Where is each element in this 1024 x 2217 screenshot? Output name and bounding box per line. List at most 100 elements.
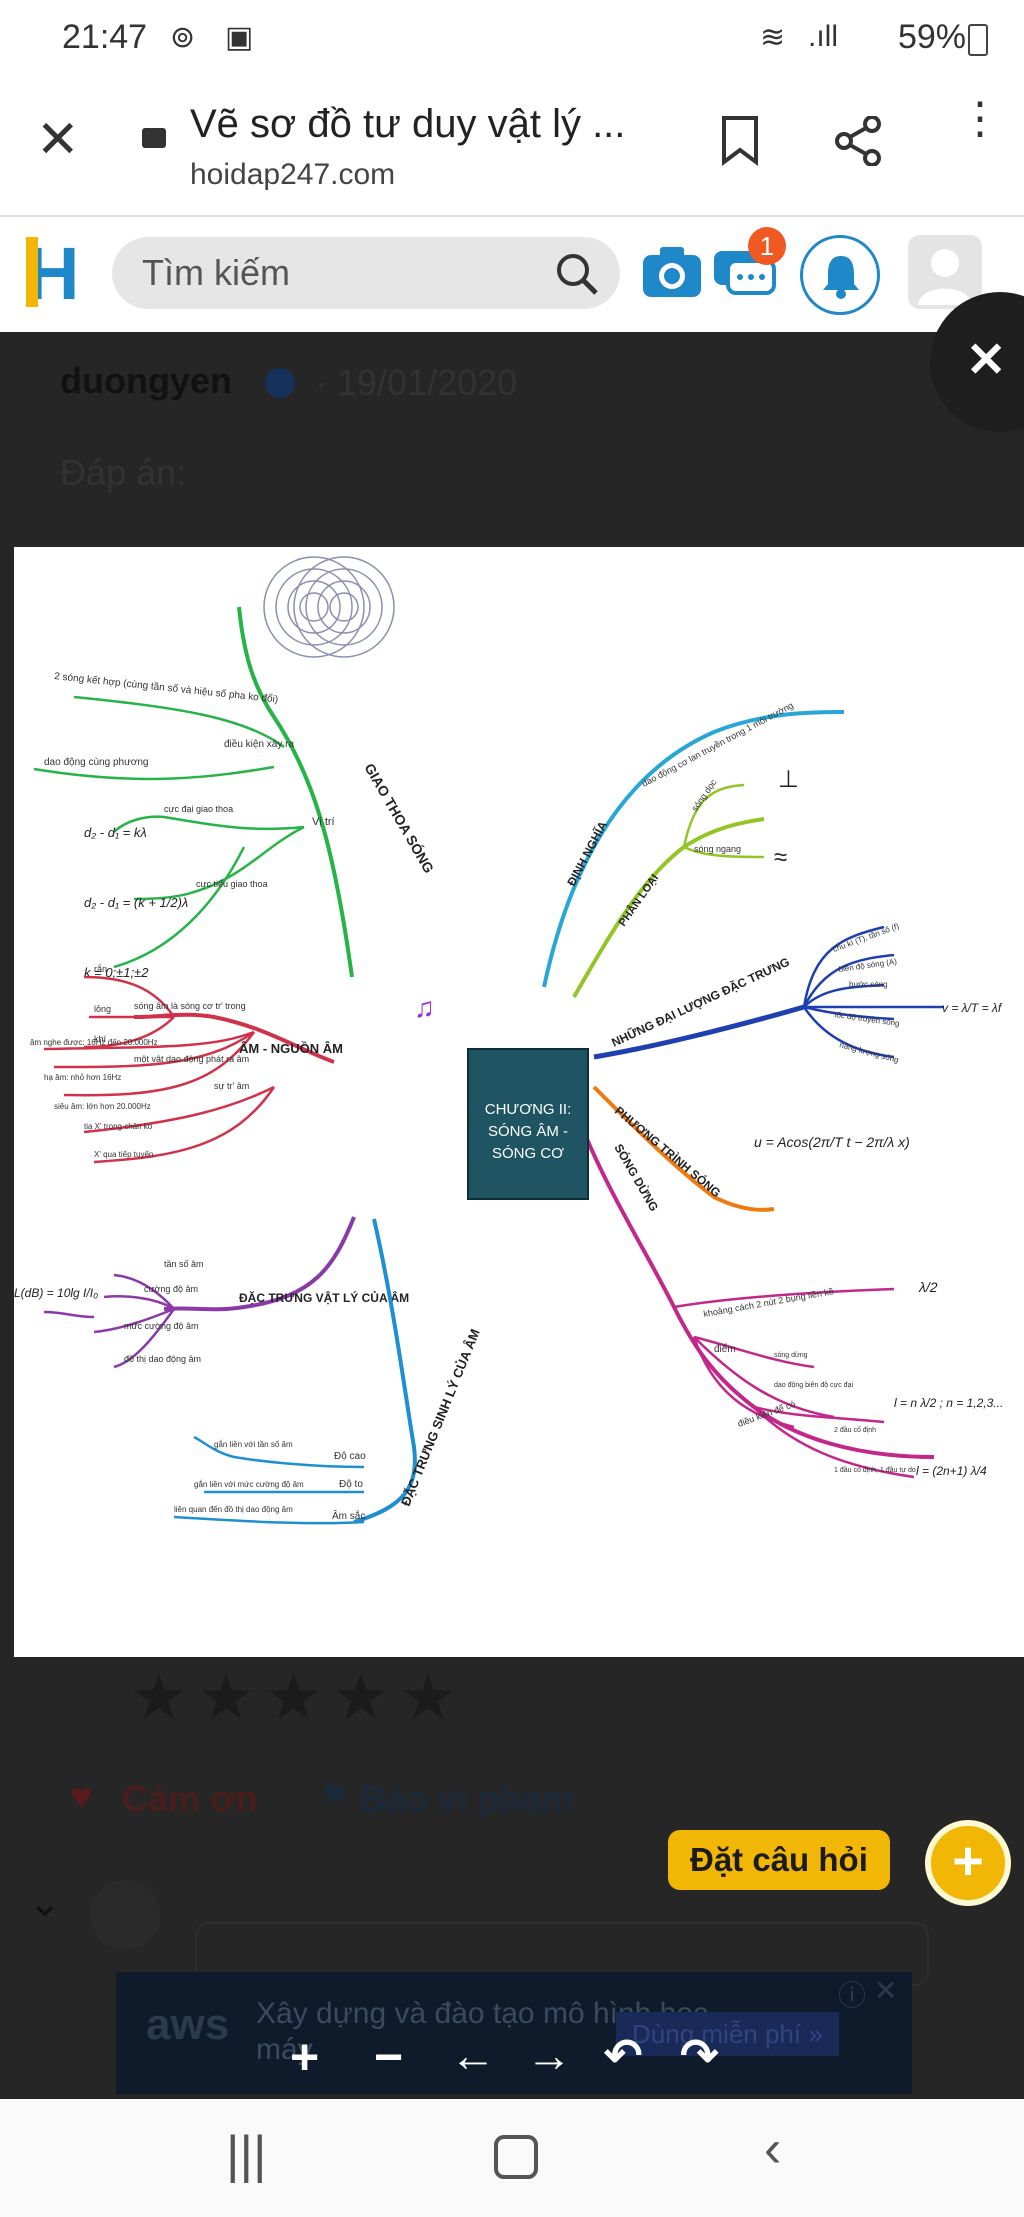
leaf-am-1: sóng âm là sóng cơ tr' trong [134, 1001, 246, 1011]
status-alarm-icon: ⊚ [170, 21, 196, 54]
chevron-down-icon[interactable]: ⌄ [28, 1881, 62, 1925]
search-input[interactable]: Tìm kiếm [112, 237, 620, 309]
branch-am-nguon-am: ÂM - NGUỒN ÂM [239, 1041, 343, 1056]
leaf-sl-3: liên quan đến đồ thị dao động âm [174, 1505, 293, 1514]
branch-giao-thoa: GIAO THOA SÓNG [361, 760, 438, 876]
leaf-sd-2: điểm [714, 1343, 736, 1355]
more-menu-icon[interactable]: ⋮ [958, 94, 1002, 143]
next-arrow-icon[interactable]: → [526, 2029, 572, 2081]
page-title[interactable]: Vẽ sơ đồ tư duy vật lý ... [190, 102, 626, 146]
leaf-pl-2: sóng ngang [694, 844, 741, 854]
prev-arrow-icon[interactable]: ← [450, 2029, 496, 2081]
status-media-icon: ▣ [225, 21, 254, 54]
status-bar: 21:47 ⊚ ▣ ≋ .ıll 59% [0, 0, 1024, 80]
report-button[interactable]: Báo vi phạm [360, 1778, 575, 1819]
signal-icon: .ıll [808, 20, 838, 53]
leaf-am-khi: khí [94, 1034, 107, 1044]
formula-v: v = λ/T = λf [942, 1001, 1003, 1015]
leaf-sd-3: sóng dừng [774, 1352, 808, 1359]
leaf-vi-tri: Vị trí [312, 816, 335, 828]
zoom-in-icon[interactable]: + [290, 2029, 320, 2085]
leaf-cuc-tieu: cực tiểu giao thoa [196, 879, 268, 889]
ad-banner[interactable]: aws Xây dựng và đào tạo mô hình học máy … [116, 1972, 912, 2094]
leaf-dieu-kien: điều kiện xảy ra [224, 738, 294, 750]
formula-lambda-2: λ/2 [918, 1279, 938, 1295]
leaf-am-7: X' qua tiếp tuyến [94, 1150, 153, 1159]
search-icon[interactable] [554, 251, 600, 297]
leaf-am-sac: Âm sắc [332, 1509, 365, 1522]
answer-label: Đáp án: [60, 452, 187, 493]
ad-close-icon[interactable]: ✕ [874, 1975, 898, 2006]
ask-question-button[interactable]: Đặt câu hỏi [668, 1830, 890, 1890]
formula-l-2n: l = (2n+1) λ/4 [916, 1464, 987, 1478]
ad-info-icon[interactable]: ⓘ [838, 1980, 867, 2011]
center-line-3: SÓNG CƠ [492, 1145, 564, 1162]
leaf-vl-2: cường độ âm [144, 1284, 198, 1294]
leaf-dl-3: bước sóng [849, 980, 888, 989]
avatar[interactable] [908, 235, 982, 309]
leaf-giao-thoa-2: dao động cùng phương [44, 757, 148, 768]
verified-icon [265, 368, 295, 398]
flag-icon: ⚑ [318, 1776, 351, 1817]
post-username[interactable]: duongyen [60, 360, 232, 401]
leaf-am-long: lỏng [94, 1004, 111, 1014]
leaf-am-3: âm nghe được: 16Hz đến 20.000Hz [30, 1038, 158, 1047]
perpendicular-icon: ⊥ [778, 766, 799, 793]
leaf-sd-6: 2 đầu cố định [834, 1425, 876, 1434]
rating-stars[interactable]: ★★★★★ [130, 1661, 467, 1733]
music-note-icon: ♫ [414, 992, 435, 1023]
leaf-am-5: siêu âm: lớn hơn 20.000Hz [54, 1102, 151, 1111]
plus-icon: + [952, 1831, 984, 1891]
android-nav-bar: ||| ‹ [0, 2099, 1024, 2217]
center-line-2: SÓNG ÂM - [488, 1123, 568, 1140]
page-url[interactable]: hoidap247.com [190, 158, 396, 191]
zoom-out-icon[interactable]: − [374, 2029, 404, 2085]
close-icon: ✕ [966, 334, 1007, 387]
mindmap-image[interactable]: GIAO THOA SÓNG 2 sóng kết hợp (cùng tần … [14, 547, 1024, 1657]
share-icon[interactable] [834, 116, 884, 166]
site-header: H Tìm kiếm 1 [0, 217, 1024, 332]
post-date: · 19/01/2020 [315, 362, 518, 403]
leaf-vl-4: đồ thị dao động âm [124, 1354, 201, 1364]
chat-icon[interactable] [710, 241, 778, 305]
status-time: 21:47 [62, 18, 148, 56]
leaf-pl-1: sóng dọc [689, 777, 718, 813]
leaf-cuc-dai: cực đại giao thoa [164, 804, 233, 814]
formula-cuc-dai: d₂ - d₁ = kλ [84, 825, 147, 840]
branch-phan-loai: PHÂN LOẠI [616, 872, 661, 929]
rotate-left-icon[interactable]: ↶ [604, 2029, 643, 2081]
leaf-vl-3: mức cường độ âm [124, 1321, 198, 1331]
ask-plus-button[interactable]: + [925, 1820, 1011, 1906]
notification-badge: 1 [748, 227, 786, 265]
leaf-dl-5: năng lượng sóng [838, 1040, 899, 1064]
recents-icon[interactable]: ||| [226, 2126, 267, 2184]
mindmap-center-node: CHƯƠNG II: SÓNG ÂM - SÓNG CƠ [467, 1048, 589, 1200]
leaf-vl-1: tần số âm [164, 1259, 204, 1269]
thanks-button[interactable]: Cảm ơn [122, 1778, 258, 1819]
camera-icon[interactable] [640, 239, 704, 303]
leaf-sl-2: gắn liền với mức cường độ âm [194, 1480, 304, 1489]
leaf-do-cao: Độ cao [334, 1451, 366, 1462]
bell-icon [823, 256, 859, 299]
ad-cta-button[interactable]: Dùng miễn phí » [616, 2012, 839, 2056]
browser-toolbar: ✕ Vẽ sơ đồ tư duy vật lý ... hoidap247.c… [0, 80, 1024, 217]
leaf-sl-1: gắn liền với tần số âm [214, 1440, 293, 1449]
leaf-su-tr-am: sự tr' âm [214, 1081, 249, 1091]
rotate-right-icon[interactable]: ↷ [680, 2029, 719, 2081]
formula-phuong-trinh: u = Acos(2π/T t − 2π/λ x) [754, 1134, 910, 1150]
branch-dac-trung-vat-ly: ĐẶC TRƯNG VẬT LÝ CỦA ÂM [239, 1290, 409, 1305]
back-icon[interactable]: ‹ [764, 2120, 782, 2178]
close-tab-icon[interactable]: ✕ [36, 111, 80, 169]
home-icon[interactable] [494, 2135, 538, 2179]
approx-icon: ≈ [774, 844, 787, 871]
formula-ldb: L(dB) = 10lg I/I₀ [14, 1286, 98, 1300]
leaf-sd-1: khoảng cách 2 nút 2 bụng liền kề [703, 1286, 835, 1319]
search-placeholder: Tìm kiếm [142, 252, 290, 293]
bookmark-icon[interactable] [720, 116, 760, 166]
wifi-icon: ≋ [760, 21, 786, 54]
notification-button[interactable] [800, 235, 880, 315]
leaf-sd-4: dao động biên độ cực đại [774, 1382, 853, 1389]
leaf-dn-1: dao động cơ lan truyền trong 1 môi trườn… [640, 700, 795, 789]
leaf-giao-thoa-1: 2 sóng kết hợp (cùng tần số và hiệu số p… [54, 670, 279, 705]
leaf-sd-7: 1 đầu cố định, 1 đầu tự do [834, 1465, 916, 1474]
